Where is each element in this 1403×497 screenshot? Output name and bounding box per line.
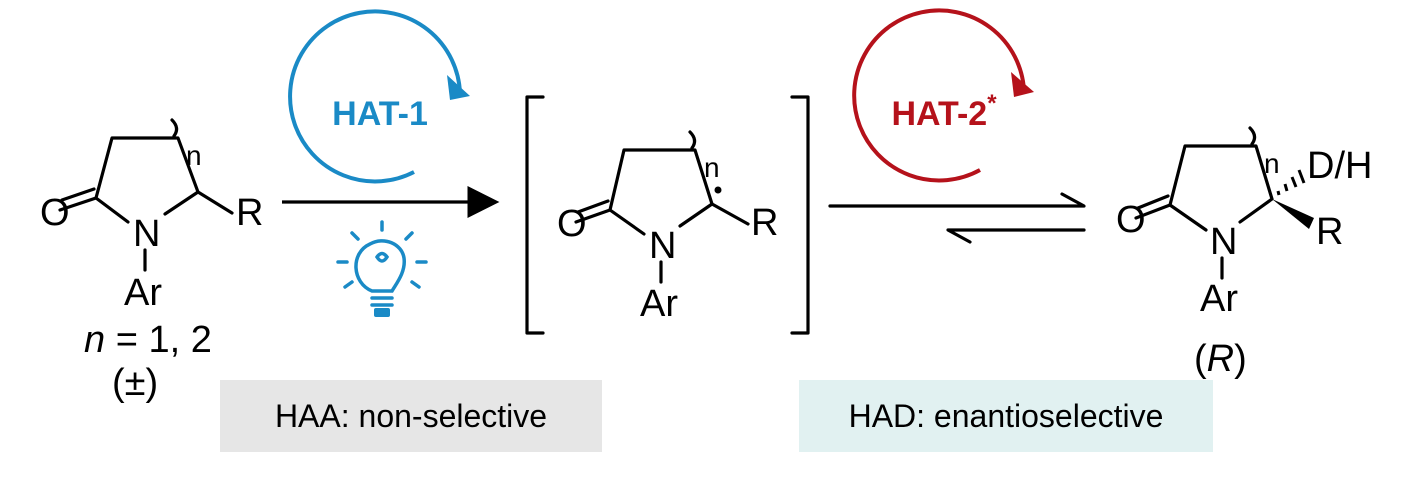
hat1-label: HAT-1 — [332, 95, 428, 133]
radical-dot — [714, 186, 722, 194]
reactant-r-bond — [196, 190, 234, 215]
product-ring-paren — [1248, 126, 1257, 146]
product-ring-bonds — [1168, 144, 1274, 232]
reactant-n-subscript: n — [186, 140, 202, 171]
reactant-molecule: O N R Ar n n = 1, 2 (±) — [40, 118, 263, 404]
product-carbonyl — [1134, 194, 1172, 220]
cycle-arrowhead — [447, 75, 470, 100]
reactant-aryl: Ar — [124, 272, 162, 314]
reactant-ring-paren — [170, 118, 179, 138]
intermediate-oxygen: O — [557, 203, 587, 245]
intermediate-ring-bonds — [608, 148, 714, 236]
product-configuration: (R) — [1194, 338, 1247, 380]
reactant-stereo: (±) — [112, 362, 158, 404]
product-hash-bond — [1276, 169, 1306, 196]
product-molecule: O N R D/H Ar n (R) — [1116, 126, 1372, 380]
reactant-carbonyl — [58, 187, 98, 212]
intermediate-n-subscript: n — [704, 152, 720, 183]
right-bracket — [790, 95, 810, 335]
haa-box-label: HAA: non-selective — [275, 398, 547, 434]
reactant-nitrogen: N — [133, 213, 160, 255]
reverse-half-arrow — [946, 228, 1086, 244]
reactant-r-group: R — [236, 192, 263, 234]
hat1-cycle: HAT-1 — [288, 9, 470, 184]
forward-half-arrow — [828, 192, 1086, 208]
intermediate-ring-paren — [688, 130, 697, 150]
had-box-label: HAD: enantioselective — [849, 398, 1164, 434]
intermediate-nitrogen: N — [649, 225, 676, 267]
hat2-superscript: * — [987, 90, 997, 117]
haa-box-bg — [220, 380, 602, 452]
product-nitrogen: N — [1210, 221, 1237, 263]
equilibrium-arrows-icon — [828, 192, 1086, 244]
circular-arrow-icon — [288, 9, 462, 184]
intermediate-carbonyl — [574, 199, 612, 224]
haa-box: HAA: non-selective — [220, 380, 602, 452]
product-wedge-bond — [1272, 199, 1314, 229]
product-oxygen: O — [1116, 199, 1146, 241]
product-n-subscript: n — [1264, 148, 1280, 179]
cycle-arrowhead — [1011, 72, 1034, 97]
had-box: HAD: enantioselective — [799, 380, 1213, 452]
reactant-condition: n = 1, 2 — [84, 319, 212, 361]
product-aryl: Ar — [1200, 278, 1238, 320]
reactant-oxygen: O — [40, 192, 70, 234]
circular-arrow-icon — [852, 8, 1026, 183]
condition-italic: n — [84, 319, 105, 361]
hat2-cycle: HAT-2* — [852, 8, 1034, 183]
hat2-label: HAT-2* — [891, 90, 997, 133]
intermediate-r-group: R — [751, 202, 778, 244]
left-bracket — [525, 95, 545, 335]
condition-rest: = 1, 2 — [105, 319, 212, 361]
intermediate-aryl: Ar — [640, 283, 678, 325]
product-dh-label: D/H — [1307, 145, 1372, 187]
had-box-bg — [799, 380, 1213, 452]
intermediate-r-bond — [710, 202, 750, 226]
product-r-group: R — [1316, 211, 1343, 253]
lightbulb-icon — [336, 220, 428, 317]
radical-intermediate: O N R Ar n — [525, 95, 810, 335]
reactant-ring-bonds — [94, 136, 200, 224]
hat2-label-main: HAT-2 — [891, 95, 987, 133]
